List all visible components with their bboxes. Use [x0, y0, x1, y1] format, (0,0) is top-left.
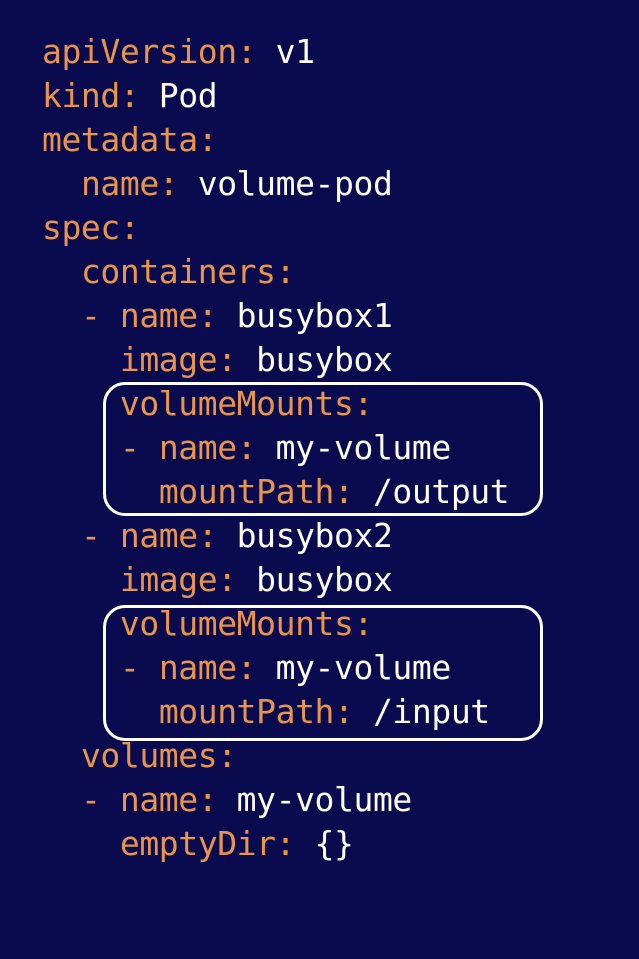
code-line: emptyDir: {}	[42, 822, 509, 866]
yaml-colon: :	[275, 824, 296, 863]
yaml-value: {}	[295, 824, 354, 863]
list-dash: -	[119, 648, 159, 687]
code-line: - name: busybox2	[42, 514, 509, 558]
yaml-key: name	[119, 516, 198, 555]
yaml-value: volume-pod	[178, 164, 393, 203]
yaml-value: my-volume	[256, 648, 452, 687]
indent	[42, 252, 81, 291]
yaml-colon: :	[197, 296, 218, 335]
yaml-key: volumeMounts	[119, 384, 354, 423]
yaml-value: /input	[353, 692, 490, 731]
indent	[42, 824, 120, 863]
yaml-colon: :	[334, 692, 354, 731]
yaml-key: name	[119, 296, 198, 335]
yaml-value: my-volume	[256, 428, 452, 467]
yaml-colon: :	[217, 560, 237, 599]
yaml-key: spec	[42, 208, 120, 247]
yaml-colon: :	[334, 472, 354, 511]
yaml-key: apiVersion	[42, 32, 237, 71]
yaml-key: emptyDir	[119, 824, 276, 863]
indent	[42, 340, 120, 379]
yaml-key: metadata	[42, 120, 198, 159]
yaml-colon: :	[236, 428, 257, 467]
yaml-key: image	[119, 340, 218, 379]
volume-mounts-highlight-busybox2	[103, 605, 543, 741]
code-line: mountPath: /input	[42, 690, 509, 734]
volume-mounts-highlight-busybox1	[103, 382, 543, 516]
code-line: - name: busybox1	[42, 294, 509, 338]
yaml-value: my-volume	[217, 780, 413, 819]
yaml-colon: :	[197, 780, 218, 819]
yaml-colon: :	[236, 648, 257, 687]
yaml-key: volumes	[80, 736, 218, 775]
indent	[42, 516, 81, 555]
yaml-value: busybox2	[217, 516, 393, 555]
yaml-colon: :	[119, 208, 140, 247]
yaml-key: volumeMounts	[119, 604, 354, 643]
yaml-value: busybox	[236, 560, 393, 599]
yaml-key: image	[119, 560, 218, 599]
list-dash: -	[119, 428, 159, 467]
yaml-key: name	[80, 164, 159, 203]
yaml-colon: :	[275, 252, 296, 291]
yaml-colon: :	[353, 604, 374, 643]
yaml-value: v1	[256, 32, 315, 71]
indent	[42, 780, 81, 819]
list-dash: -	[80, 516, 120, 555]
code-line: - name: my-volume	[42, 426, 509, 470]
yaml-value: Pod	[139, 76, 218, 115]
yaml-colon: :	[236, 32, 257, 71]
yaml-colon: :	[217, 736, 237, 775]
code-line: name: volume-pod	[42, 162, 509, 206]
yaml-value: busybox1	[217, 296, 393, 335]
indent	[42, 736, 81, 775]
yaml-key: containers	[80, 252, 276, 291]
yaml-colon: :	[197, 120, 218, 159]
yaml-colon: :	[217, 340, 237, 379]
yaml-key: kind	[42, 76, 120, 115]
indent	[42, 296, 81, 335]
code-line: metadata:	[42, 118, 509, 162]
code-line: volumeMounts:	[42, 602, 509, 646]
code-line: - name: my-volume	[42, 778, 509, 822]
code-line: image: busybox	[42, 338, 509, 382]
yaml-colon: :	[353, 384, 374, 423]
code-line: kind: Pod	[42, 74, 509, 118]
yaml-value: /output	[353, 472, 510, 511]
yaml-colon: :	[119, 76, 140, 115]
indent	[42, 560, 120, 599]
code-line: volumes:	[42, 734, 509, 778]
indent	[42, 164, 81, 203]
yaml-key: name	[119, 780, 198, 819]
code-line: apiVersion: v1	[42, 30, 509, 74]
yaml-key: name	[158, 648, 237, 687]
yaml-value: busybox	[236, 340, 393, 379]
code-line: image: busybox	[42, 558, 509, 602]
code-line: mountPath: /output	[42, 470, 510, 514]
yaml-colon: :	[197, 516, 218, 555]
code-line: volumeMounts:	[42, 382, 509, 426]
code-line: containers:	[42, 250, 509, 294]
code-line: - name: my-volume	[42, 646, 509, 690]
code-line: spec:	[42, 206, 509, 250]
yaml-key: name	[158, 428, 237, 467]
yaml-key: mountPath	[158, 692, 335, 731]
yaml-colon: :	[158, 164, 179, 203]
list-dash: -	[80, 296, 120, 335]
yaml-key: mountPath	[158, 472, 335, 511]
list-dash: -	[80, 780, 120, 819]
